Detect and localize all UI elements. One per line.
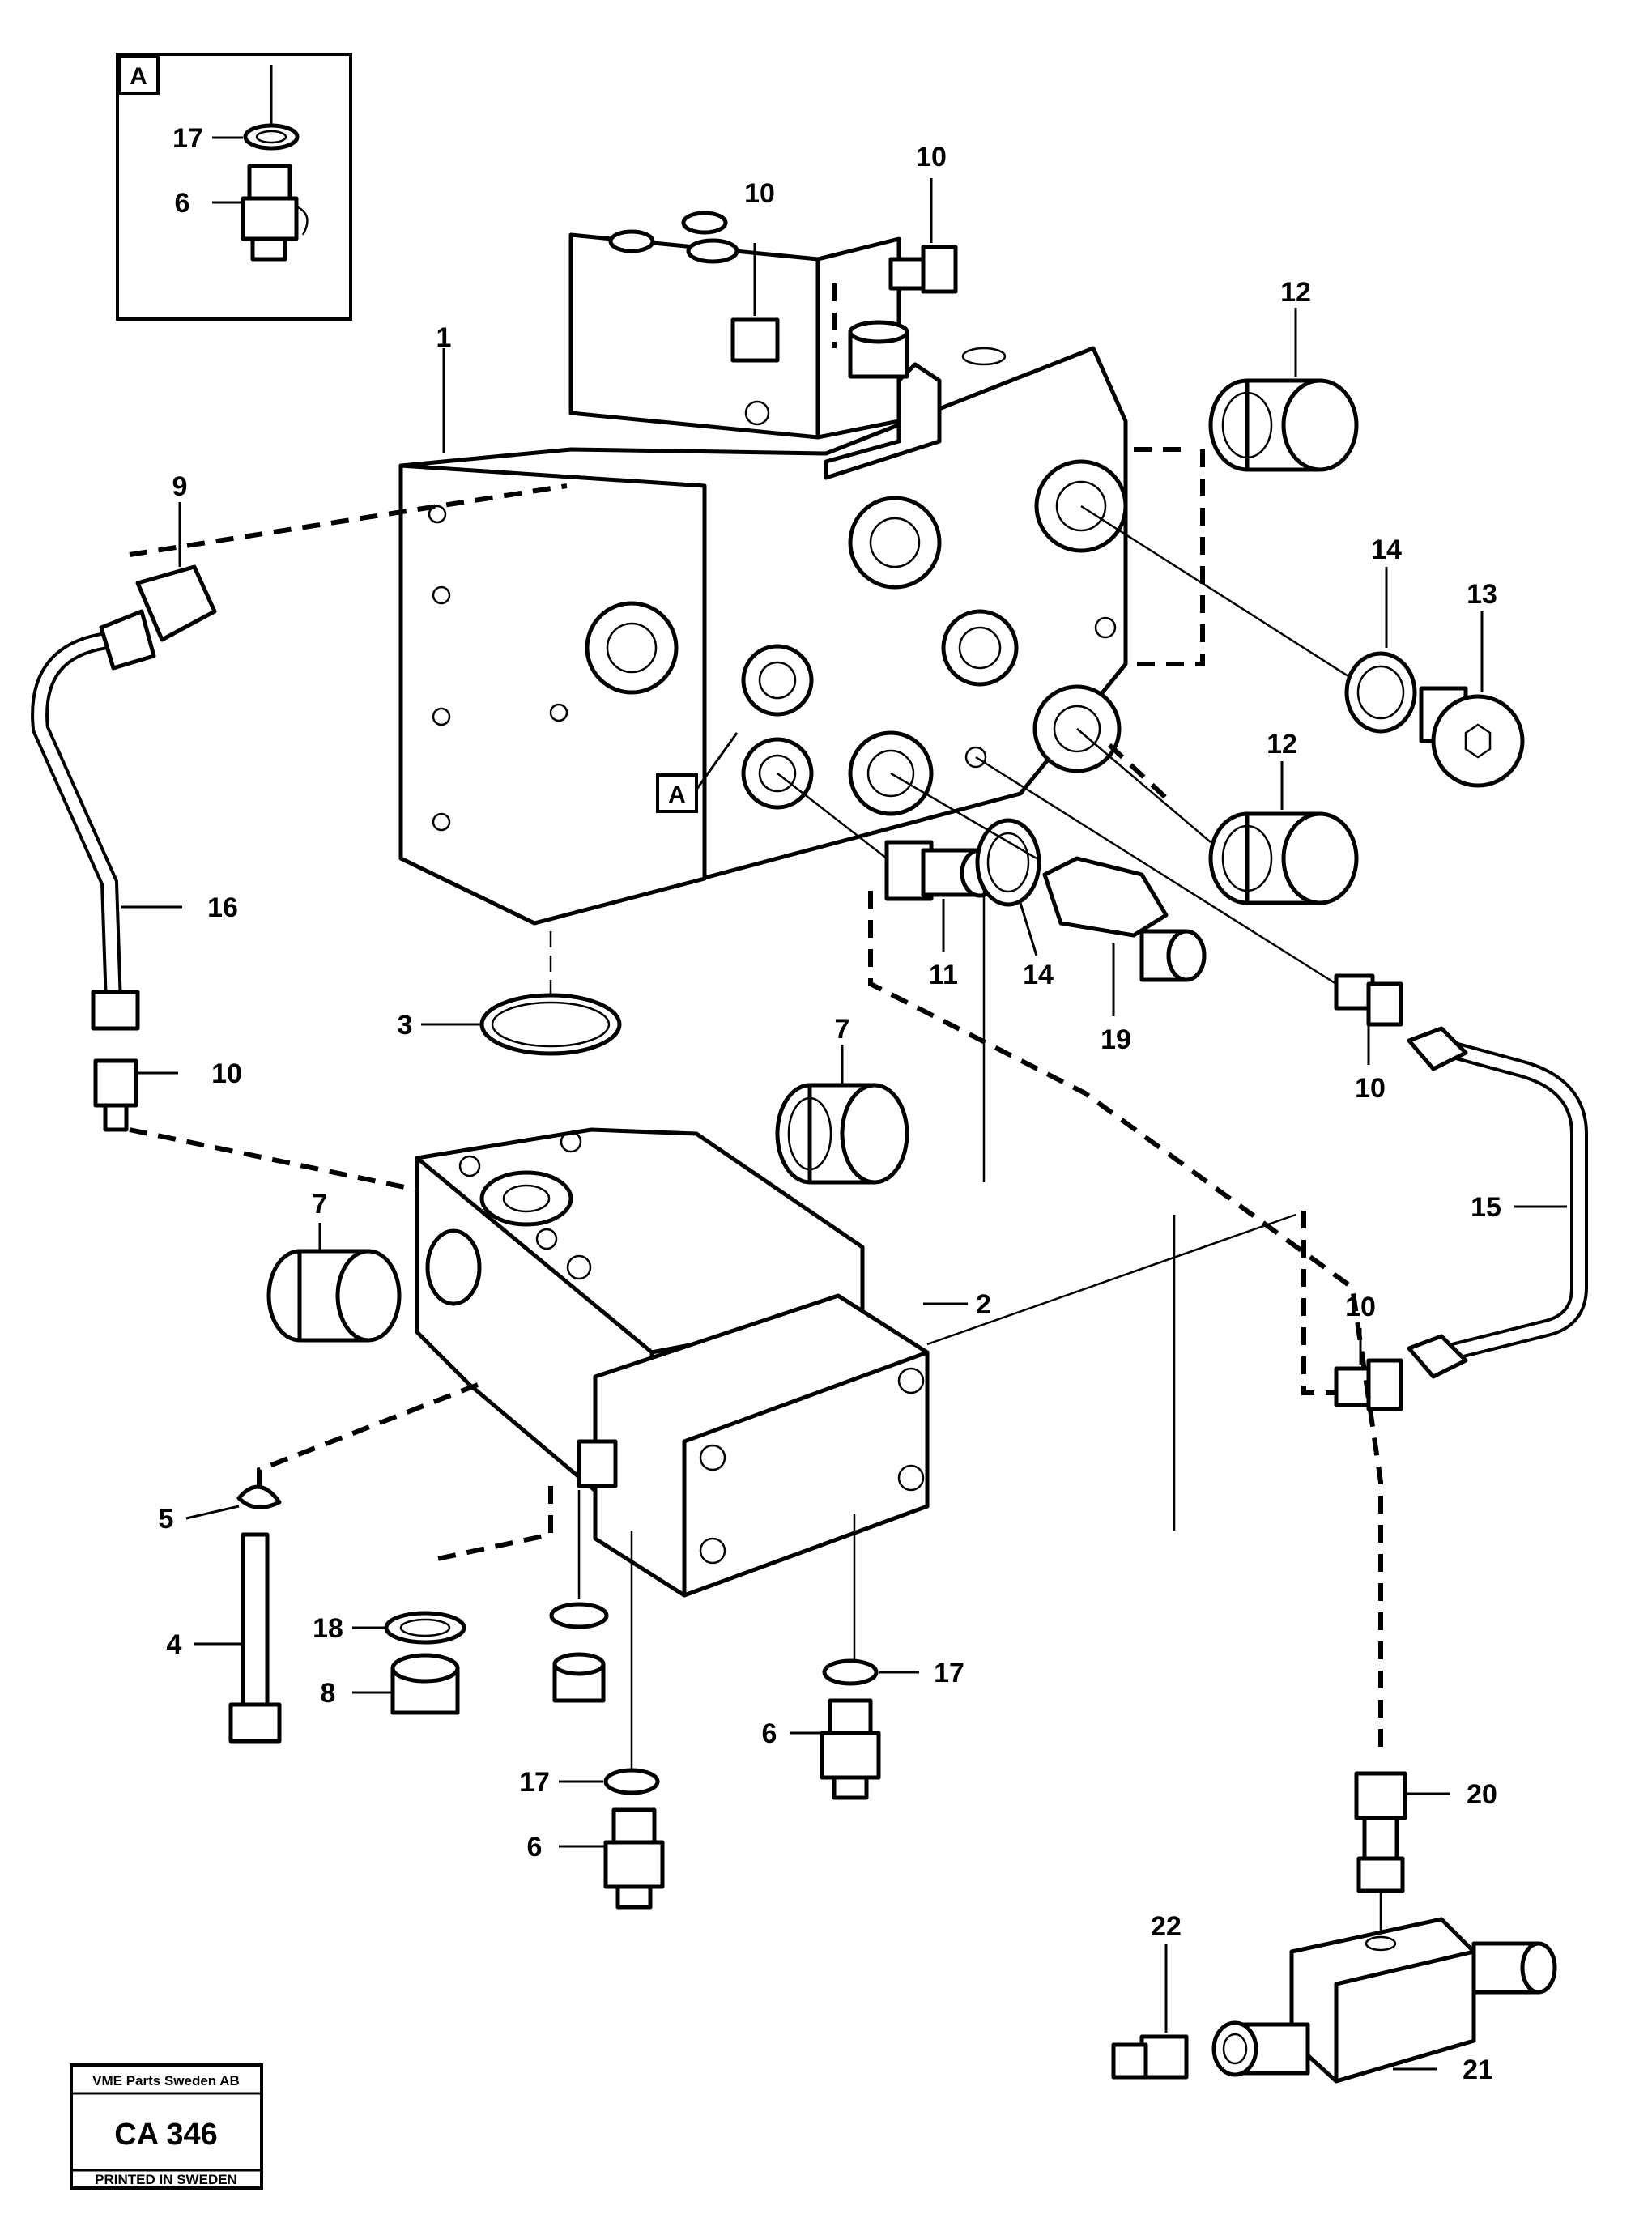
detail-a-inset: A 17 6: [116, 53, 352, 321]
washer-center: [549, 1602, 609, 1629]
o-ring-3: 3: [398, 993, 622, 1056]
nipple-6-lower: 6: [527, 1807, 665, 1910]
callout-11: 11: [929, 960, 958, 990]
callout-10-right-mid: 10: [1355, 1073, 1386, 1104]
fitting-10-top: 10: [730, 178, 780, 363]
pipe-15: 15: [1407, 1026, 1588, 1379]
callout-19: 19: [1101, 1024, 1131, 1055]
lower-valve-block: [415, 1127, 930, 1598]
callout-14-center: 14: [1023, 960, 1054, 990]
nipple-6-right: 6: [762, 1698, 881, 1800]
callout-9: 9: [172, 471, 188, 502]
callout-12-lower: 12: [1267, 729, 1297, 760]
washer-17-lower: 17: [519, 1767, 660, 1798]
callout-8: 8: [321, 1678, 336, 1709]
callout-5: 5: [159, 1504, 174, 1535]
callout-13: 13: [1467, 579, 1497, 610]
callout-10-top-right: 10: [916, 142, 947, 172]
callout-10-left: 10: [211, 1058, 242, 1089]
callout-14-right: 14: [1371, 534, 1402, 565]
plug-13: 13: [1419, 579, 1525, 788]
elbow-9: 9: [135, 471, 217, 642]
ring-14-center: 14: [975, 818, 1054, 990]
fitting-10-right-mid: 10: [1334, 973, 1403, 1104]
pipe-16: 16: [31, 609, 238, 1031]
callout-21: 21: [1463, 2054, 1493, 2085]
plug-8: 8: [321, 1653, 460, 1715]
plug-7-upper: 7: [775, 1014, 909, 1185]
callout-6-lower: 6: [527, 1832, 543, 1863]
callout-20: 20: [1467, 1779, 1497, 1810]
callout-1: 1: [436, 322, 452, 353]
washer-17-right: 17: [822, 1658, 964, 1688]
callout-6-right: 6: [762, 1718, 777, 1749]
detail-a-ref-label: A: [668, 781, 686, 808]
stamp-company: VME Parts Sweden AB: [92, 2073, 240, 2088]
bolt-4: 4: [167, 1532, 282, 1744]
check-valve-19: 19: [1042, 856, 1207, 1055]
callout-17-right: 17: [934, 1658, 964, 1688]
plug-7-left: 7: [266, 1189, 402, 1343]
detail-a-label: A: [130, 63, 147, 90]
callout-3: 3: [398, 1010, 413, 1041]
nipple-22: 22: [1111, 1911, 1189, 2080]
washer-18: 18: [313, 1611, 466, 1645]
detail-a-reference: A: [656, 732, 739, 813]
callout-4: 4: [167, 1629, 182, 1660]
callout-22: 22: [1151, 1911, 1182, 1942]
callout-10-lower-right: 10: [1345, 1292, 1376, 1322]
callout-10-top: 10: [744, 178, 775, 209]
stamp-code: CA 346: [114, 2118, 217, 2152]
fitting-10-top-right: 10: [888, 142, 958, 294]
callout-12-upper: 12: [1280, 277, 1311, 308]
callout-6-detail: 6: [175, 188, 190, 219]
catalog-stamp: VME Parts Sweden AB CA 346 PRINTED IN SW…: [70, 2063, 263, 2190]
callout-18: 18: [313, 1613, 343, 1644]
callout-15: 15: [1471, 1192, 1501, 1223]
plug-12-upper: 12: [1208, 277, 1359, 472]
fitting-10-left: 10: [93, 1058, 242, 1132]
clip-5: 5: [159, 1484, 282, 1535]
callout-2: 2: [976, 1289, 991, 1320]
plug-center: [552, 1652, 606, 1703]
adapter-20: 20: [1354, 1771, 1497, 1893]
tee-21: 21: [1211, 1917, 1557, 2085]
stamp-printed: PRINTED IN SWEDEN: [95, 2172, 237, 2187]
plug-12-lower: 12: [1208, 729, 1359, 905]
ring-14-right: 14: [1344, 534, 1417, 734]
callout-17-detail: 17: [172, 123, 203, 154]
callout-17-lower: 17: [519, 1767, 550, 1798]
callout-7-upper: 7: [835, 1014, 850, 1045]
callout-7-left: 7: [313, 1189, 328, 1220]
main-valve-block: [398, 211, 1128, 926]
callout-16: 16: [207, 892, 238, 923]
